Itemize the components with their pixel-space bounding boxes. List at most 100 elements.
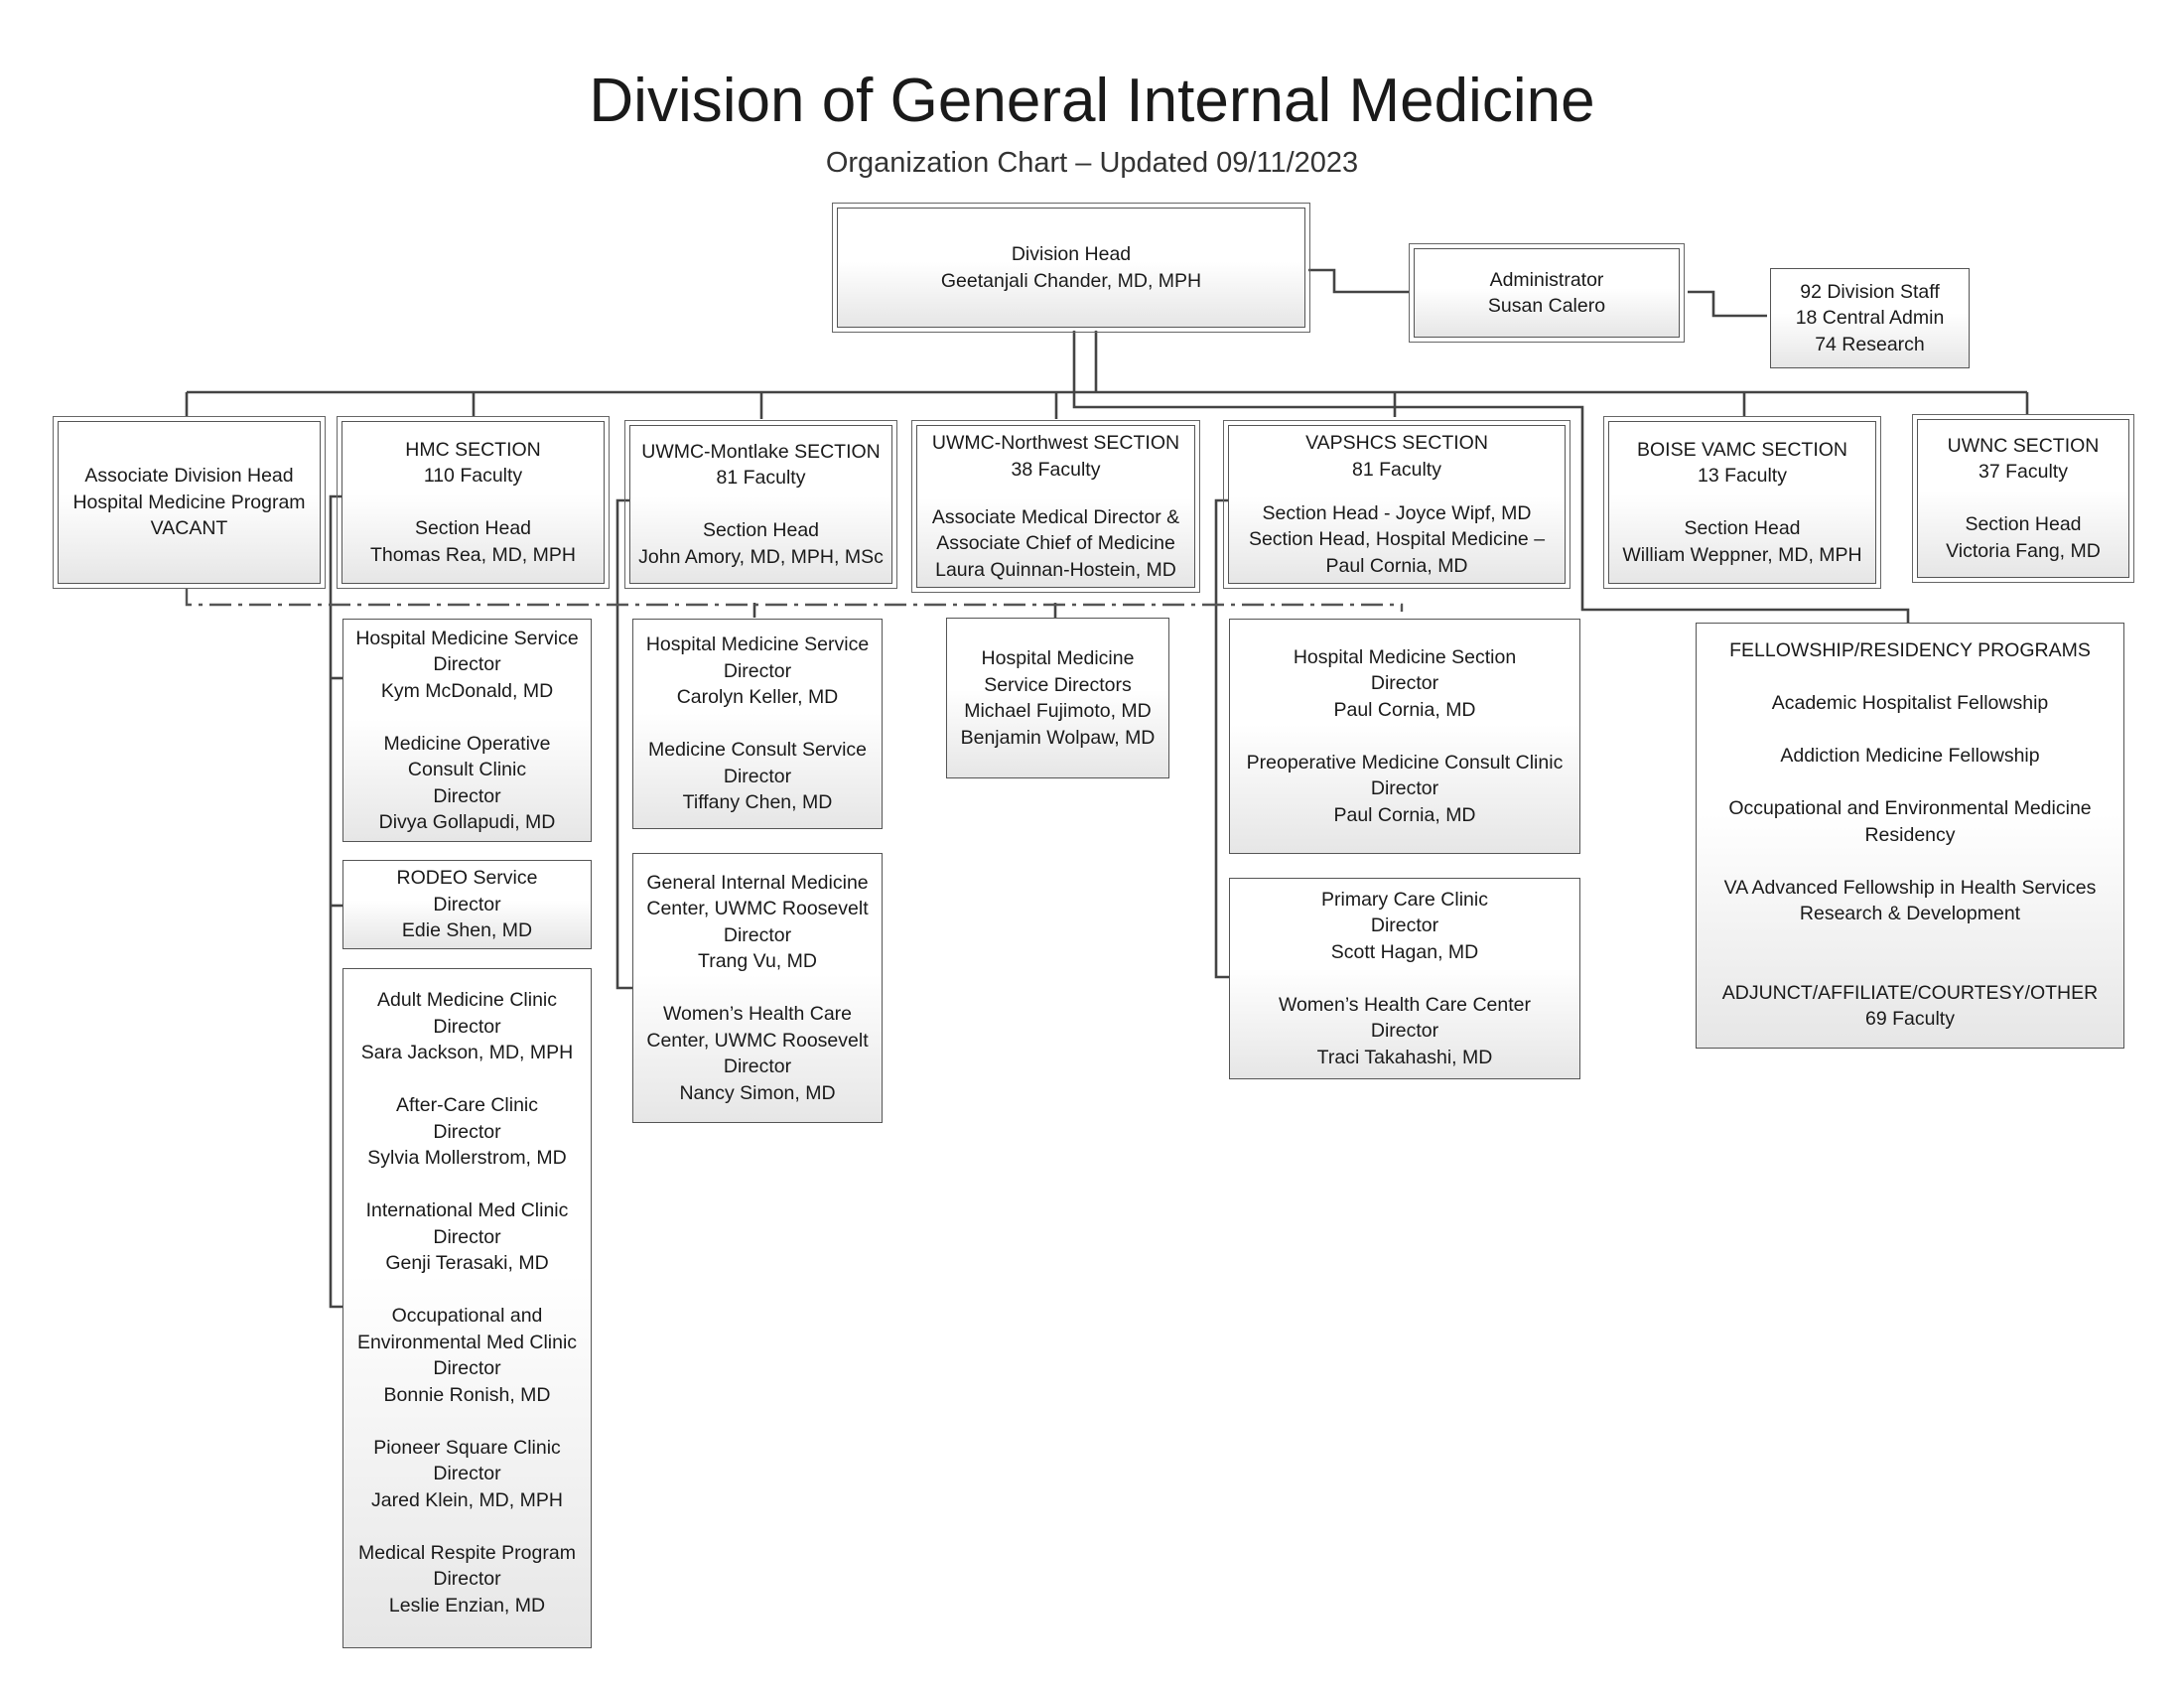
box-line: Director xyxy=(433,1463,501,1484)
administrator-title: Administrator xyxy=(1489,268,1604,291)
uwnc-section-box: UWNC SECTION 37 Faculty Section Head Vic… xyxy=(1912,414,2134,583)
box-line: Leslie Enzian, MD xyxy=(388,1594,546,1617)
box-line: Divya Gollapudi, MD xyxy=(378,811,556,833)
box-line: 37 Faculty xyxy=(1979,461,2068,484)
box-line: Bonnie Ronish, MD xyxy=(383,1383,551,1406)
box-line: Thomas Rea, MD, MPH xyxy=(370,543,576,566)
montlake-hospital-medicine-box: Hospital Medicine Service Director Carol… xyxy=(632,619,883,829)
box-line: Primary Care Clinic xyxy=(1321,888,1488,911)
box-line: Benjamin Wolpaw, MD xyxy=(960,726,1156,749)
uwmc-northwest-section-box: UWMC-Northwest SECTION 38 Faculty Associ… xyxy=(911,420,1200,593)
box-line: Edie Shen, MD xyxy=(401,919,533,942)
box-line: Associate Medical Director & xyxy=(931,505,1180,528)
box-line: Laura Quinnan-Hostein, MD xyxy=(935,558,1176,581)
box-line: Director xyxy=(723,765,792,787)
box-line: Traci Takahashi, MD xyxy=(1316,1046,1493,1068)
hmc-section-box: HMC SECTION 110 Faculty Section Head Tho… xyxy=(337,416,610,589)
box-line: 13 Faculty xyxy=(1698,465,1787,488)
box-line: Sara Jackson, MD, MPH xyxy=(360,1042,574,1063)
box-line: ADJUNCT/AFFILIATE/COURTESY/OTHER xyxy=(1721,981,2099,1004)
box-line: UWNC SECTION xyxy=(1947,434,2100,457)
box-line: Residency xyxy=(1864,823,1956,846)
box-line: Adult Medicine Clinic xyxy=(377,989,557,1011)
box-line: Occupational and Environmental Medicine xyxy=(1728,797,2092,819)
box-line: Paul Cornia, MD xyxy=(1333,803,1476,826)
box-line: Jared Klein, MD, MPH xyxy=(371,1488,563,1511)
box-line: Section Head xyxy=(702,519,820,542)
box-line: Genji Terasaki, MD xyxy=(385,1252,549,1274)
box-line: John Amory, MD, MPH, MSc xyxy=(638,545,884,568)
box-line: Trang Vu, MD xyxy=(698,950,817,973)
box-line: General Internal Medicine xyxy=(646,871,869,894)
box-line: Center, UWMC Roosevelt xyxy=(646,898,869,920)
fellowship-residency-box: FELLOWSHIP/RESIDENCY PROGRAMS Academic H… xyxy=(1696,623,2124,1049)
box-line: International Med Clinic xyxy=(365,1199,569,1221)
box-line: Michael Fujimoto, MD xyxy=(964,700,1152,722)
box-line: Director xyxy=(1370,914,1439,937)
division-head-title: Division Head xyxy=(1011,243,1132,265)
box-line: Director xyxy=(433,653,501,675)
box-line: Women’s Health Care Center xyxy=(1279,993,1531,1016)
box-line: Pioneer Square Clinic xyxy=(373,1436,561,1459)
box-line: Associate Division Head xyxy=(84,465,294,488)
division-staff-box: 92 Division Staff 18 Central Admin 74 Re… xyxy=(1770,268,1970,368)
box-line: Addiction Medicine Fellowship xyxy=(1780,745,2040,767)
box-line: Hospital Medicine Service xyxy=(355,627,579,649)
box-line: Hospital Medicine Service xyxy=(645,633,870,656)
box-line: BOISE VAMC SECTION xyxy=(1636,438,1847,461)
box-line: Director xyxy=(433,1120,501,1143)
page-subtitle: Organization Chart – Updated 09/11/2023 xyxy=(825,147,1359,179)
box-line: Medicine Consult Service xyxy=(647,739,867,762)
box-line: Section Head xyxy=(1684,517,1801,540)
box-line: Academic Hospitalist Fellowship xyxy=(1771,692,2049,714)
hmc-clinics-box: Adult Medicine Clinic Director Sara Jack… xyxy=(342,968,592,1648)
box-line: Victoria Fang, MD xyxy=(1946,539,2101,562)
box-line: Women’s Health Care xyxy=(662,1003,853,1026)
box-line: 81 Faculty xyxy=(1352,458,1441,481)
box-line: Paul Cornia, MD xyxy=(1325,554,1468,577)
box-line: Kym McDonald, MD xyxy=(380,679,554,702)
box-line: Consult Clinic xyxy=(407,759,527,780)
hmc-hospital-medicine-box: Hospital Medicine Service Director Kym M… xyxy=(342,619,592,842)
box-line: Director xyxy=(1370,672,1439,695)
montlake-roosevelt-box: General Internal Medicine Center, UWMC R… xyxy=(632,853,883,1123)
box-line: VACANT xyxy=(150,517,228,540)
northwest-hospital-medicine-box: Hospital Medicine Service Directors Mich… xyxy=(946,618,1169,778)
box-line: Research & Development xyxy=(1799,903,2021,924)
box-line: Director xyxy=(723,1055,792,1078)
va-hospital-medicine-box: Hospital Medicine Section Director Paul … xyxy=(1229,619,1580,854)
box-line: Section Head xyxy=(1965,513,2082,536)
box-line: Tiffany Chen, MD xyxy=(682,791,833,814)
box-line: Director xyxy=(433,1568,501,1590)
box-line: Director xyxy=(433,893,501,915)
staff-line: 18 Central Admin xyxy=(1795,307,1945,330)
associate-division-head-box: Associate Division Head Hospital Medicin… xyxy=(53,416,326,589)
box-line: 81 Faculty xyxy=(716,467,806,490)
box-line: VA Advanced Fellowship in Health Service… xyxy=(1723,876,2097,899)
vapshcs-section-box: VAPSHCS SECTION 81 Faculty Section Head … xyxy=(1223,420,1570,589)
box-line: Director xyxy=(433,1015,501,1038)
administrator-name: Susan Calero xyxy=(1487,295,1606,317)
box-line: Medicine Operative xyxy=(383,732,551,755)
box-line: 38 Faculty xyxy=(1011,458,1101,481)
box-line: UWMC-Montlake SECTION xyxy=(641,440,881,463)
box-line: Director xyxy=(433,784,501,807)
page-title: Division of General Internal Medicine xyxy=(589,67,1595,135)
box-line: UWMC-Northwest SECTION xyxy=(931,432,1180,454)
division-head-name: Geetanjali Chander, MD, MPH xyxy=(940,269,1202,292)
hmc-rodeo-box: RODEO Service Director Edie Shen, MD xyxy=(342,860,592,949)
uwmc-montlake-section-box: UWMC-Montlake SECTION 81 Faculty Section… xyxy=(624,420,897,589)
box-line: Carolyn Keller, MD xyxy=(676,686,839,709)
box-line: Director xyxy=(723,923,792,946)
box-line: Paul Cornia, MD xyxy=(1333,698,1476,721)
box-line: William Weppner, MD, MPH xyxy=(1622,543,1862,566)
box-line: Medical Respite Program xyxy=(358,1541,576,1564)
box-line: Center, UWMC Roosevelt xyxy=(646,1029,869,1052)
box-line: Section Head xyxy=(414,517,532,540)
box-line: Environmental Med Clinic xyxy=(356,1331,578,1353)
boise-vamc-section-box: BOISE VAMC SECTION 13 Faculty Section He… xyxy=(1603,416,1881,589)
division-head-box: Division Head Geetanjali Chander, MD, MP… xyxy=(832,203,1310,333)
box-line: Preoperative Medicine Consult Clinic xyxy=(1246,751,1564,774)
box-line: Hospital Medicine Program xyxy=(72,491,306,513)
box-line: Occupational and xyxy=(391,1305,543,1327)
